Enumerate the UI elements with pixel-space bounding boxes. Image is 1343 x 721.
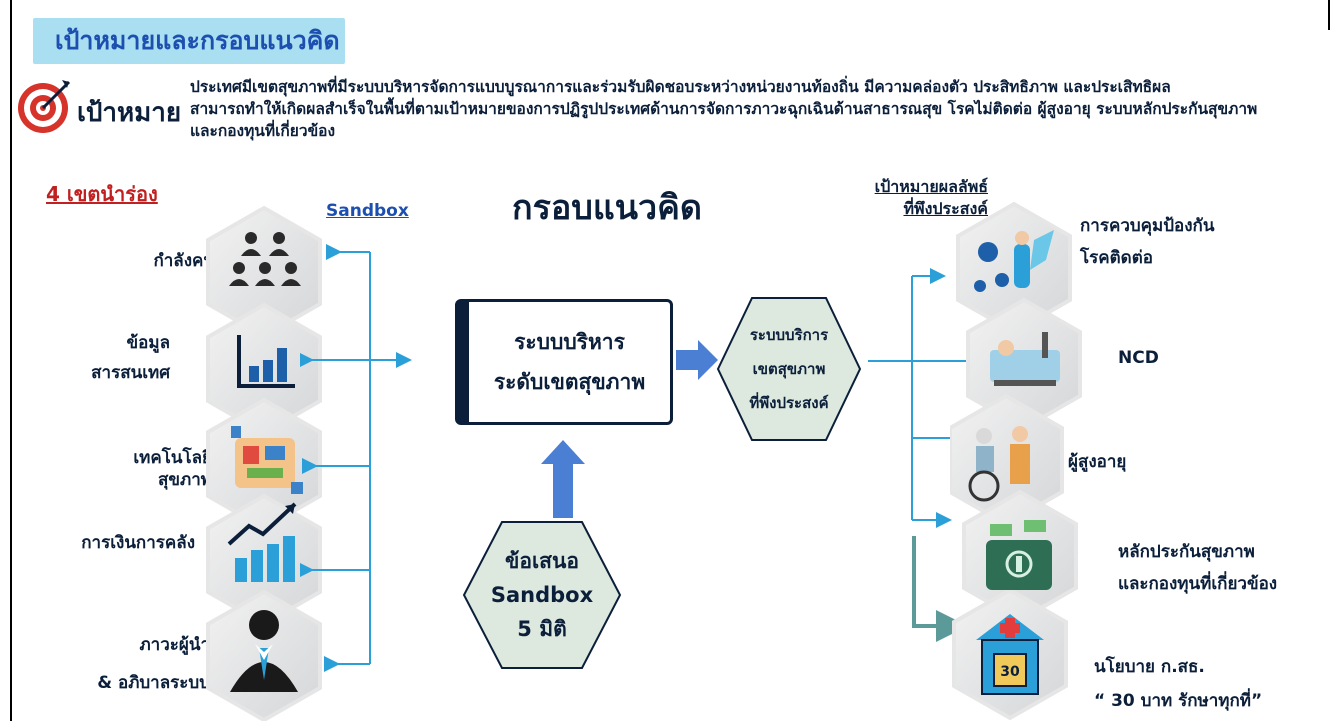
service-system-label: ระบบบริการ เขตสุขภาพ ที่พึงประสงค์ [716,296,862,442]
outcome-30-baht: นโยบาย ก.สธ. “ 30 บาท รักษาทุกที่” [1094,650,1262,718]
dimension-label: การเงินการคลัง [81,533,195,553]
sandbox-connectors [300,244,412,672]
arrow-right-icon [676,340,718,380]
dimension-label: เทคโนโลยี [133,448,212,468]
outcome-connectors [868,268,978,642]
outcome-elderly: ผู้สูงอายุ [1068,446,1126,478]
hospital-30-icon: 30 [976,614,1044,695]
virus-defense-icon [974,230,1054,292]
outcome-title-line: เป้าหมายผลลัพธ์ [874,177,988,196]
leader-icon [230,610,298,692]
proposal-line: Sandbox [490,583,594,607]
outcome-label: หลักประกันสุขภาพ [1118,542,1255,562]
health-tech-icon [231,426,303,494]
sandbox-proposal-label: ข้อเสนอ Sandbox 5 มิติ [462,520,622,670]
sandbox-proposal-hex [462,521,622,669]
dimension-label: & อภิบาลระบบ [97,673,210,693]
page-title: เป้าหมายและกรอบแนวคิด [33,18,345,64]
concept-title: กรอบแนวคิด [512,188,702,228]
svg-text:30: 30 [1000,664,1020,680]
elderly-care-icon [968,426,1030,502]
coins-growth-icon [227,502,297,582]
outcome-label: NCD [1118,348,1159,368]
management-line: ระบบบริหาร [514,330,625,354]
outcome-title-line: ที่พึงประสงค์ [903,199,988,218]
service-system-hex [716,297,862,441]
outcome-title: เป้าหมายผลลัพธ์ ที่พึงประสงค์ [828,176,988,220]
service-line: เขตสุขภาพ [752,360,826,378]
health-fund-icon [986,520,1052,590]
dimension-label: กำลังคน [153,251,215,271]
outcome-label: การควบคุมป้องกัน [1080,216,1215,236]
service-line: ที่พึงประสงค์ [749,394,829,412]
left-border-line [10,0,12,721]
people-icon [229,232,301,286]
goal-description: ประเทศมีเขตสุขภาพที่มีระบบบริหารจัดการแบ… [190,76,1330,142]
hospital-bed-icon [990,332,1060,386]
dimension-label: ภาวะผู้นำ [139,635,210,655]
sandbox-label: Sandbox [326,201,409,221]
proposal-line: ข้อเสนอ [505,549,579,573]
regional-management-box: ระบบบริหาร ระดับเขตสุขภาพ [455,299,673,425]
goal-label: เป้าหมาย [77,98,182,128]
dimension-health-tech: เทคโนโลยี สุขภาพ [60,447,212,491]
outcome-label: โรคติดต่อ [1080,248,1153,268]
dimension-label: สารสนเทศ [91,363,170,383]
outcome-label: นโยบาย ก.สธ. [1094,657,1205,677]
right-border-line [1328,0,1330,30]
sandbox-hex-stack [206,205,322,721]
outcome-label: ผู้สูงอายุ [1068,452,1127,472]
arrow-up-icon [541,440,585,518]
goal-line: และกองทุนที่เกี่ยวข้อง [190,122,336,140]
outcome-communicable: การควบคุมป้องกัน โรคติดต่อ [1080,210,1214,274]
goal-line: ประเทศมีเขตสุขภาพที่มีระบบบริหารจัดการแบ… [190,78,1171,96]
dimension-leadership: ภาวะผู้นำ & อภิบาลระบบ [40,626,210,702]
outcome-label: และกองทุนที่เกี่ยวข้อง [1118,574,1278,594]
dimension-label: สุขภาพ [158,470,212,490]
management-line: ระดับเขตสุขภาพ [493,370,646,394]
dimension-workforce: กำลังคน [60,246,215,276]
outcome-ncd: NCD [1118,342,1159,374]
pilot-regions-label: 4 เขตนำร่อง [46,182,158,206]
proposal-line: 5 มิติ [517,617,567,641]
dimension-finance: การเงินการคลัง [20,528,195,558]
goal-line: สามารถทำให้เกิดผลสำเร็จในพื้นที่ตามเป้าห… [190,100,1258,118]
outcome-hex-stack: 30 [950,201,1082,721]
outcome-label: “ 30 บาท รักษาทุกที่” [1094,691,1263,711]
dimension-information: ข้อมูล สารสนเทศ [60,328,170,388]
bar-chart-icon [237,335,295,388]
target-icon [18,80,71,133]
service-line: ระบบบริการ [749,326,829,344]
dimension-label: ข้อมูล [126,333,170,353]
outcome-health-fund: หลักประกันสุขภาพ และกองทุนที่เกี่ยวข้อง [1118,536,1277,600]
